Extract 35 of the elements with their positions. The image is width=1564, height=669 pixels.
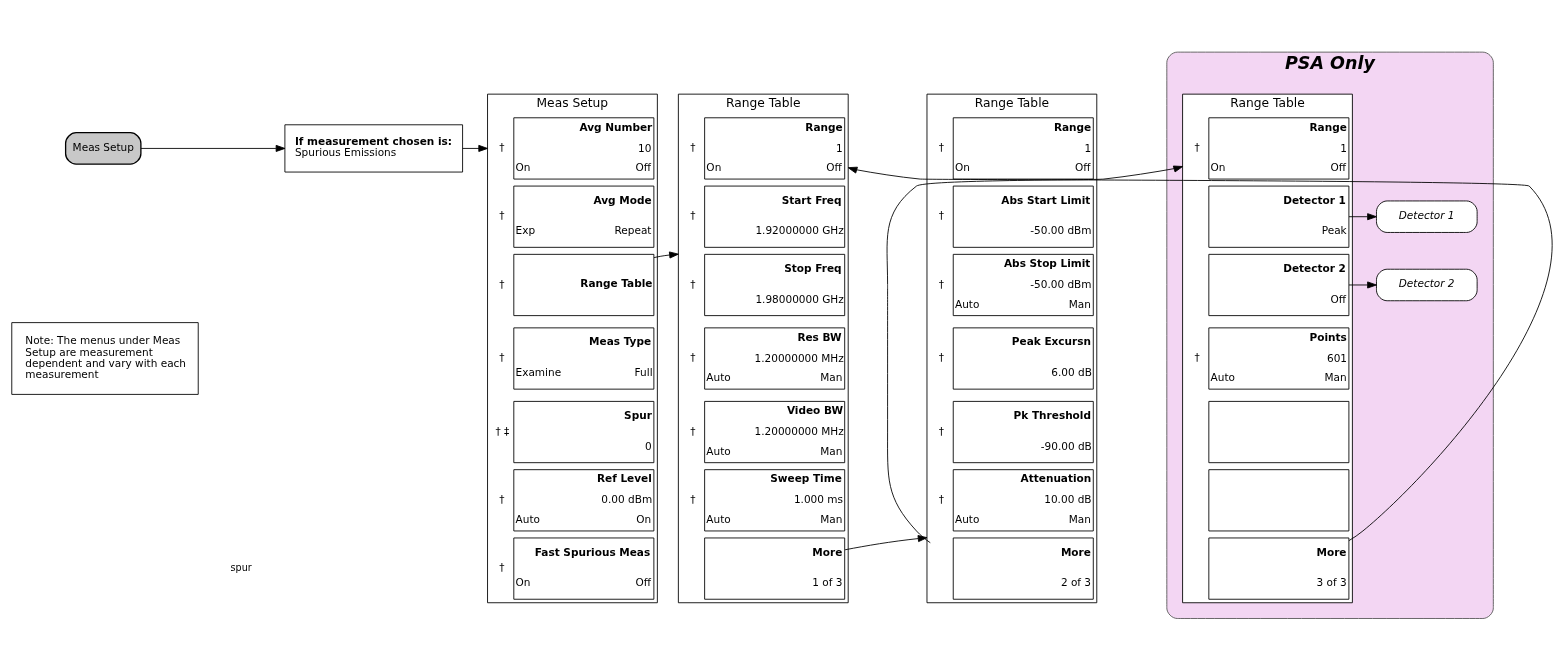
node-label: † — [499, 560, 505, 573]
node-label: † — [690, 350, 696, 363]
node-box: If measurement chosen is: Spurious Emissions — [284, 123, 464, 172]
node-box: Detector 1 — [1376, 200, 1478, 233]
node-label: † — [690, 277, 696, 290]
node-label: † — [690, 140, 696, 153]
node-label: † — [690, 424, 696, 437]
node-box: Meas Setup — [64, 131, 142, 165]
node-box: Note: The menus under Meas Setup are measurement dependent and vary with each measurement — [11, 321, 199, 395]
node-label: † — [690, 208, 696, 221]
node-label: † — [499, 277, 505, 290]
node-label: † — [938, 140, 945, 153]
arrow — [1348, 212, 1377, 220]
node-label: † — [690, 492, 696, 505]
arrow — [1348, 281, 1377, 288]
arrow — [886, 165, 1183, 543]
node-label: † — [938, 350, 945, 363]
arrow — [140, 144, 286, 152]
node-label: † — [938, 277, 945, 290]
node-label: † — [938, 208, 945, 221]
node-label: † — [499, 208, 505, 221]
node-label: † — [1194, 140, 1200, 153]
arrow — [847, 166, 1553, 541]
node-label: † — [499, 492, 505, 505]
node-label: † ‡ — [495, 424, 510, 437]
arrow — [844, 534, 928, 550]
arrow — [653, 251, 679, 258]
arrow — [462, 144, 488, 152]
node-box: Detector 2 — [1376, 268, 1478, 301]
node-label: † — [1194, 350, 1200, 363]
node-label: † — [938, 424, 945, 437]
node-label: † — [938, 492, 945, 505]
label: spur — [230, 561, 252, 573]
node-label: † — [499, 140, 505, 153]
node-label: † — [499, 350, 505, 363]
